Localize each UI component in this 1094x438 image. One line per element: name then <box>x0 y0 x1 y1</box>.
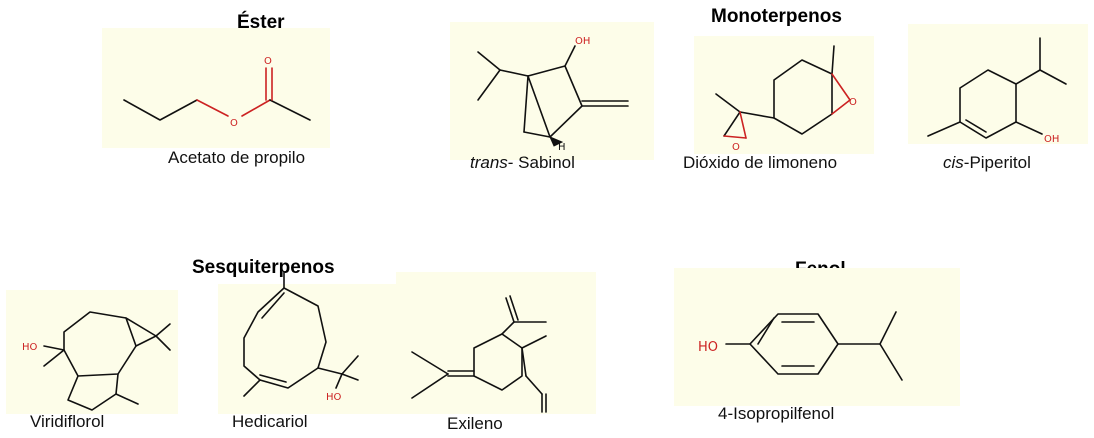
hydroxyl-bond <box>43 345 65 351</box>
structure-trans-sabinol: OH H <box>477 36 629 153</box>
hydroxyl-bond <box>564 45 576 67</box>
ring-methyl <box>115 393 139 405</box>
ring-epoxide-bond-b <box>831 99 851 115</box>
group-heading-ester: Éster <box>237 12 285 33</box>
hydroxyl-label: HO <box>326 392 342 403</box>
structure-panel-propyl-acetate <box>102 28 330 148</box>
carbinol-methyl <box>43 349 65 367</box>
structure-panel-isopropylphenol <box>674 268 960 406</box>
caption-hedycaryol: Hedicariol <box>232 412 308 431</box>
cyclohexane-ring <box>773 59 833 135</box>
ring-double-bond-upper <box>261 292 285 319</box>
quaternary-methyl <box>521 335 547 349</box>
caption-cis-prefix: cis <box>943 153 964 172</box>
vinyl-stem <box>521 347 527 377</box>
isopropylidene-methyl-a <box>411 351 449 375</box>
hydroxyl-label: OH <box>1044 134 1059 145</box>
hydroxyl-label: HO <box>22 342 38 353</box>
side-epoxide-oxygen-label: O <box>732 142 740 153</box>
ester-bond-left <box>196 99 229 117</box>
gem-methyl-a <box>155 323 171 337</box>
structure-panel-viridiflorol <box>6 290 178 414</box>
ester-bond-right <box>241 99 271 117</box>
isopropyl-arm-a <box>477 51 501 71</box>
isopropenyl-stem <box>501 321 515 335</box>
methyl-bond <box>269 99 311 121</box>
isopropenyl-double-a <box>505 297 515 323</box>
structure-isopropylphenol: HO <box>698 311 903 381</box>
hydroxyl-bond <box>335 373 343 389</box>
structure-viridiflorol: HO <box>22 311 171 411</box>
cyclopropane-bond-b <box>135 335 157 347</box>
hydroxyl-label: HO <box>698 340 718 355</box>
structure-panel-cis-piperitol <box>908 24 1088 144</box>
ring-double-bond-lower <box>259 374 287 383</box>
side-methyl-b <box>341 373 359 381</box>
caption-cis-piperitol: cis-Piperitol <box>943 153 1031 173</box>
gem-methyl-b <box>155 335 171 351</box>
structure-panel-exilene <box>396 272 596 414</box>
isopropyl-arm-b <box>1039 69 1067 85</box>
isopropyl-stem <box>499 69 529 77</box>
ring-methyl-bond <box>831 45 835 75</box>
side-chain-methyl <box>715 93 741 113</box>
benzene-ring <box>749 313 839 375</box>
side-chain-bond <box>739 111 775 119</box>
cyclohexene-ring <box>959 69 1017 139</box>
structure-panel-limonene-dioxide <box>694 36 874 154</box>
ring-epoxide-oxygen-label: O <box>849 97 857 108</box>
isopropyl-stem <box>1015 69 1041 85</box>
ester-oxygen-label: O <box>230 118 238 129</box>
structure-hedycaryol: HO <box>243 271 359 403</box>
side-chain-bond <box>317 367 343 375</box>
side-methyl-a <box>341 355 359 375</box>
hydroxyl-bond <box>1015 121 1043 135</box>
propyl-chain <box>123 99 198 121</box>
isopropyl-arm-b <box>879 343 903 381</box>
isopropyl-arm-b <box>477 69 501 101</box>
caption-isopropylphenol: 4-Isopropilfenol <box>718 404 835 423</box>
group-heading-sesquiterpenes: Sesquiterpenos <box>192 257 335 278</box>
structure-limonene-dioxide: O O <box>715 45 857 153</box>
ring-methyl-lower <box>243 379 261 397</box>
isopropyl-arm-a <box>879 311 897 345</box>
caption-exilene: Exileno <box>447 414 503 433</box>
side-epoxide-bond-c <box>723 135 747 139</box>
ring-methyl <box>927 121 961 137</box>
ring-epoxide-bond-a <box>831 73 851 101</box>
side-epoxide-bond-b <box>739 111 747 139</box>
caption-viridiflorol: Viridiflorol <box>30 412 105 431</box>
hydroxyl-label: OH <box>575 36 590 47</box>
side-epoxide-bond-a <box>723 111 741 137</box>
cyclopropane-bond-a <box>125 317 157 337</box>
wedge-bond <box>549 136 564 147</box>
ring-double-bond <box>965 119 987 133</box>
cyclopropane-bond-b <box>523 131 551 138</box>
group-heading-monoterpenes: Monoterpenos <box>711 6 842 27</box>
five-membered-ring <box>67 373 119 411</box>
isopropenyl-double-b <box>509 295 519 321</box>
ten-membered-ring <box>243 287 327 389</box>
structure-exilene <box>411 295 547 413</box>
vinyl-bond <box>525 375 543 395</box>
caption-trans-prefix: trans <box>470 153 508 172</box>
cyclopropane-bond-a <box>523 75 529 133</box>
seven-membered-ring <box>63 311 137 377</box>
isopropylidene-methyl-b <box>411 373 449 399</box>
aromatic-double-c <box>757 317 775 345</box>
caption-limonene-dioxide: Dióxido de limoneno <box>683 153 838 172</box>
cyclohexane-ring <box>473 333 523 391</box>
structure-cis-piperitol: OH <box>927 37 1067 145</box>
structure-propyl-acetate: O O <box>123 56 311 129</box>
sabinol-five-ring <box>527 65 583 138</box>
caption-piperitol-rest: -Piperitol <box>963 153 1031 172</box>
hydrogen-label: H <box>558 142 566 153</box>
caption-sabinol-rest: - Sabinol <box>507 153 575 172</box>
caption-propyl-acetate: Acetato de propilo <box>168 148 306 167</box>
caption-trans-sabinol: trans- Sabinol <box>470 153 575 173</box>
carbonyl-oxygen-label: O <box>264 56 272 67</box>
